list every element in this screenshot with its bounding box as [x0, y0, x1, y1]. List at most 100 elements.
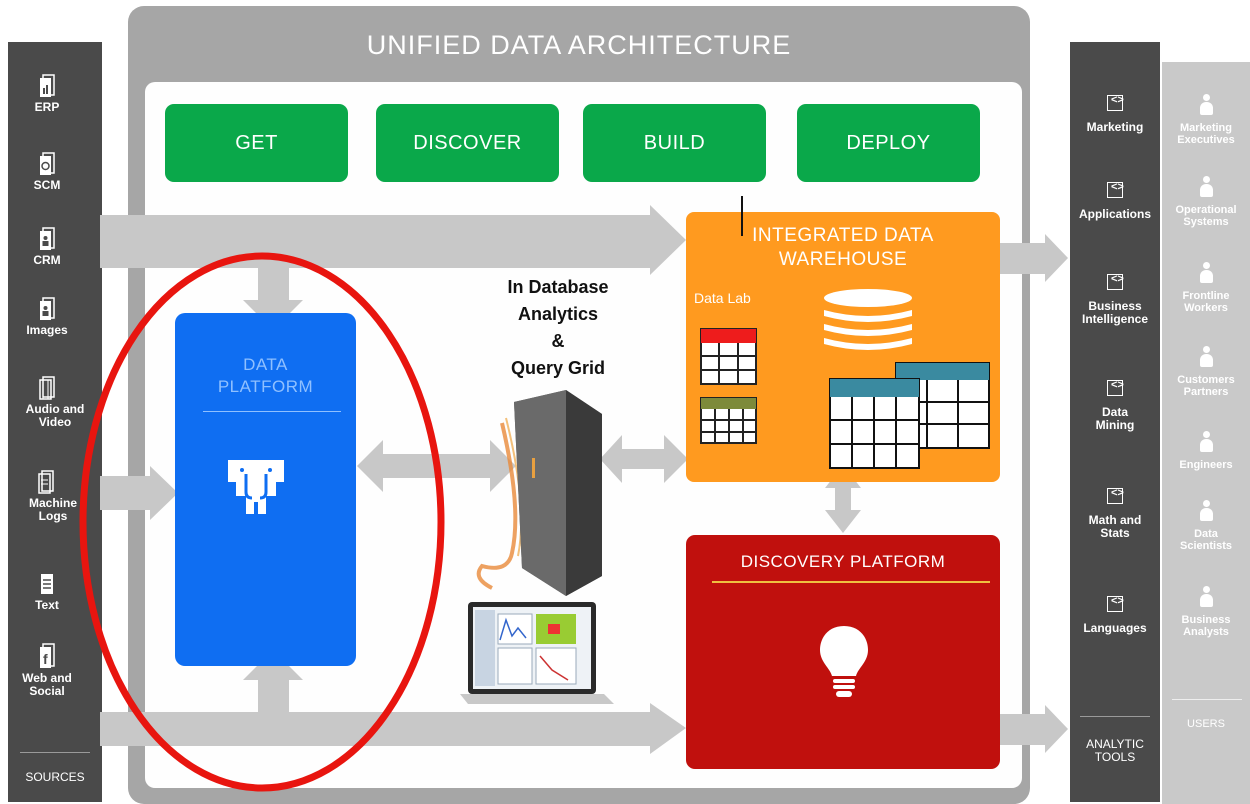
- person-icon: [1199, 431, 1213, 453]
- svg-text:f: f: [43, 651, 48, 667]
- arrow-idw-to-tools: [1000, 234, 1068, 282]
- in-db-line3: &: [551, 331, 565, 351]
- source-label-erp: ERP: [34, 100, 60, 114]
- data-lab-table-icon: [700, 328, 757, 385]
- person-icon: [1199, 176, 1213, 198]
- user-business-analysts: Business Analysts: [1162, 586, 1250, 638]
- code-brackets-icon: <>: [1107, 181, 1124, 198]
- laptop-dashboard-icon: [460, 602, 614, 704]
- source-label-images: Images: [26, 323, 68, 337]
- source-label-web-social: Web and Social: [22, 671, 72, 698]
- user-data-scientists: Data Scientists: [1162, 500, 1250, 552]
- data-platform-divider: [203, 411, 341, 412]
- user-label-operational-systems: Operational Systems: [1175, 204, 1237, 228]
- user-label-customers-partners: Customers Partners: [1177, 374, 1235, 398]
- discovery-platform-title: DISCOVERY PLATFORM: [740, 552, 946, 571]
- phase-deploy: DEPLOY: [797, 104, 980, 182]
- tool-label-marketing: Marketing: [1086, 120, 1144, 134]
- user-label-data-scientists: Data Scientists: [1180, 528, 1232, 552]
- user-engineers: Engineers: [1162, 431, 1250, 471]
- user-label-frontline-workers: Frontline Workers: [1182, 290, 1230, 314]
- database-stack-icon: [824, 289, 912, 350]
- phase-discover: DISCOVER: [376, 104, 559, 182]
- user-label-business-analysts: Business Analysts: [1181, 614, 1231, 638]
- architecture-title: UNIFIED DATA ARCHITECTURE: [366, 30, 792, 60]
- source-scm: SCM: [0, 152, 94, 192]
- idw-title-line2: WAREHOUSE: [778, 249, 908, 270]
- source-images: Images: [0, 297, 94, 337]
- scm-document-icon: [40, 152, 55, 175]
- in-db-line2: Analytics: [517, 304, 599, 324]
- arrow-discovery-to-tools: [1000, 705, 1068, 753]
- phase-build: BUILD: [583, 104, 766, 182]
- idw-title: INTEGRATED DATA WAREHOUSE: [686, 224, 1000, 272]
- facebook-document-icon: f: [40, 643, 55, 668]
- film-strip-icon: [39, 376, 55, 400]
- source-machine-logs: Machine Logs: [0, 470, 100, 523]
- phase-get: GET: [165, 104, 348, 182]
- hadoop-elephant-icon: [228, 460, 284, 514]
- tool-label-math-stats: Math and Stats: [1088, 513, 1142, 540]
- text-document-icon: [41, 574, 53, 594]
- source-label-crm: CRM: [33, 253, 61, 267]
- data-platform-title-line1: DATA: [243, 355, 288, 374]
- source-label-text: Text: [35, 598, 59, 612]
- code-brackets-icon: <>: [1107, 487, 1124, 504]
- person-icon: [1199, 262, 1213, 284]
- data-platform-title-line2: PLATFORM: [217, 377, 314, 396]
- user-customers-partners: Customers Partners: [1162, 346, 1250, 398]
- arrow-sources-to-data-platform: [100, 466, 178, 520]
- tool-languages: <> Languages: [1070, 595, 1160, 635]
- tool-marketing: <> Marketing: [1070, 94, 1160, 134]
- tools-divider: [1080, 716, 1150, 717]
- user-label-marketing-executives: Marketing Executives: [1177, 122, 1235, 146]
- source-crm: CRM: [0, 227, 94, 267]
- users-divider: [1172, 699, 1242, 700]
- tool-data-mining: <> Data Mining: [1070, 379, 1160, 432]
- users-footer: USERS: [1187, 718, 1225, 730]
- in-db-line1: In Database: [507, 277, 609, 297]
- sources-divider: [20, 752, 90, 753]
- tool-label-applications: Applications: [1078, 207, 1151, 221]
- highlight-ring: [79, 252, 445, 792]
- tool-label-languages: Languages: [1083, 621, 1147, 635]
- idw-title-line1: INTEGRATED DATA: [752, 225, 934, 246]
- code-brackets-icon: <>: [1107, 94, 1124, 111]
- tool-applications: <> Applications: [1070, 181, 1160, 221]
- source-audio-video: Audio and Video: [0, 376, 102, 429]
- tool-business-intelligence: <> Business Intelligence: [1070, 273, 1160, 326]
- person-icon: [1199, 346, 1213, 368]
- person-icon: [1199, 94, 1213, 116]
- user-frontline-workers: Frontline Workers: [1162, 262, 1250, 314]
- arrow-idw-discovery: [825, 465, 861, 533]
- crm-document-icon: [40, 227, 55, 250]
- server-appliance-icon: [476, 390, 602, 596]
- in-database-analytics-label: In Database Analytics & Query Grid: [478, 274, 638, 382]
- data-platform-title: DATA PLATFORM: [175, 354, 356, 398]
- code-brackets-icon: <>: [1107, 595, 1124, 612]
- tool-label-business-intelligence: Business Intelligence: [1081, 299, 1149, 326]
- user-marketing-executives: Marketing Executives: [1162, 94, 1250, 146]
- code-brackets-icon: <>: [1107, 273, 1124, 290]
- source-label-scm: SCM: [33, 178, 61, 192]
- source-label-machine-logs: Machine Logs: [28, 496, 77, 523]
- source-erp: ERP: [0, 74, 94, 114]
- warehouse-table-icon-front: [829, 378, 920, 469]
- pointer-line: [741, 196, 743, 236]
- tools-footer: ANALYTIC TOOLS: [1070, 738, 1160, 764]
- analytic-tools-column: [1070, 42, 1160, 802]
- user-operational-systems: Operational Systems: [1162, 176, 1250, 228]
- data-lab-table-icon-2: [700, 397, 757, 444]
- user-label-engineers: Engineers: [1179, 459, 1233, 471]
- tool-label-data-mining: Data Mining: [1095, 405, 1135, 432]
- sources-footer: SOURCES: [25, 770, 85, 784]
- person-icon: [1199, 586, 1213, 608]
- source-label-audio-video: Audio and Video: [25, 402, 85, 429]
- lightbulb-icon: [820, 626, 868, 697]
- tool-math-stats: <> Math and Stats: [1070, 487, 1160, 540]
- in-db-line4: Query Grid: [510, 358, 606, 378]
- images-document-icon: [40, 297, 55, 320]
- erp-document-icon: [40, 74, 55, 97]
- arrow-sources-to-discovery: [100, 703, 686, 754]
- source-web-social: f Web and Social: [0, 643, 94, 698]
